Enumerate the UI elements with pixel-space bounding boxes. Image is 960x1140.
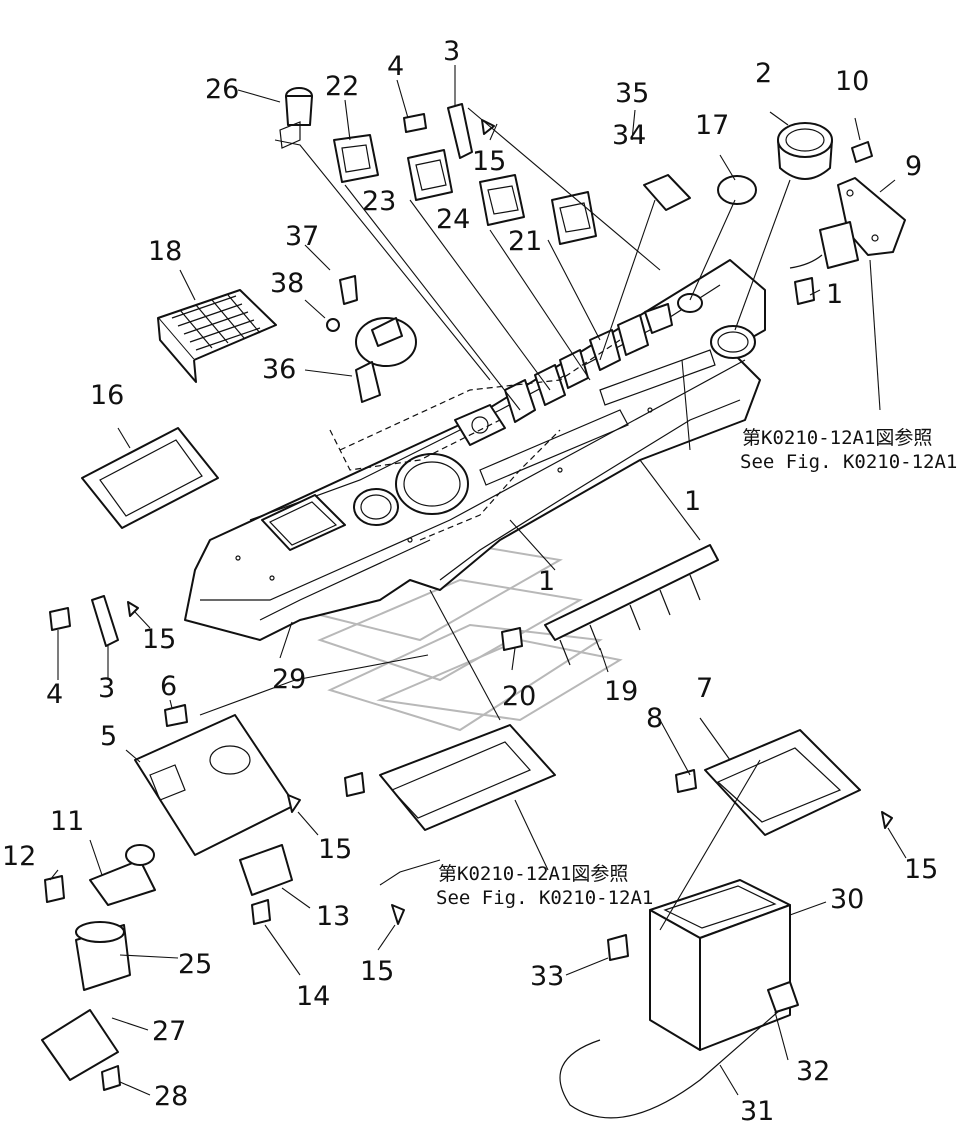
label-29: 29 <box>272 664 306 695</box>
figure-reference-center: 第K0210-12A1図参照 See Fig. K0210-12A1 <box>436 863 653 909</box>
label-37: 37 <box>285 221 319 252</box>
label-36: 36 <box>262 354 296 385</box>
reference-en: See Fig. K0210-12A1 <box>740 451 957 473</box>
controller-30 <box>649 879 791 1051</box>
label-6: 6 <box>160 671 177 702</box>
switch-23 <box>407 149 453 201</box>
knob-36 <box>355 317 417 403</box>
label-16: 16 <box>90 380 124 411</box>
label-1: 1 <box>538 566 555 597</box>
gauge-2 <box>777 122 833 180</box>
washer-38 <box>326 318 340 332</box>
label-32: 32 <box>796 1056 830 1087</box>
label-15: 15 <box>472 146 506 177</box>
reference-en: See Fig. K0210-12A1 <box>436 887 653 909</box>
frame-16 <box>81 427 219 529</box>
screw-33 <box>607 934 629 961</box>
left-bracket-3 <box>49 595 139 647</box>
center-bracket <box>379 724 556 831</box>
connector-harness <box>789 221 859 305</box>
key-switch-body <box>41 921 131 1091</box>
label-31: 31 <box>740 1096 774 1127</box>
label-23: 23 <box>362 186 396 217</box>
label-3: 3 <box>98 673 115 704</box>
screw-10 <box>851 141 873 163</box>
label-25: 25 <box>178 949 212 980</box>
label-13: 13 <box>316 901 350 932</box>
label-8: 8 <box>646 703 663 734</box>
plug-17 <box>717 175 757 205</box>
label-34: 34 <box>612 120 646 151</box>
label-22: 22 <box>325 71 359 102</box>
figure-reference-right: 第K0210-12A1図参照 See Fig. K0210-12A1 <box>740 427 957 473</box>
label-15: 15 <box>142 624 176 655</box>
label-38: 38 <box>270 268 304 299</box>
label-5: 5 <box>100 721 117 752</box>
label-33: 33 <box>530 961 564 992</box>
bracket-7 <box>704 729 861 836</box>
label-4: 4 <box>46 679 63 710</box>
switch-21 <box>551 191 597 245</box>
top-bracket-3 <box>403 103 495 159</box>
label-1: 1 <box>826 279 843 310</box>
vent-grille-18 <box>157 289 277 383</box>
switch-22 <box>333 134 379 183</box>
screw-8 <box>675 769 697 793</box>
screw-12 <box>44 875 65 903</box>
label-15: 15 <box>360 956 394 987</box>
bracket-19 <box>544 544 719 666</box>
label-15: 15 <box>904 854 938 885</box>
clip-15-left <box>287 794 301 813</box>
screw-14 <box>251 899 271 925</box>
label-27: 27 <box>152 1016 186 1047</box>
label-15: 15 <box>318 834 352 865</box>
screw-20 <box>501 627 523 651</box>
lighter-26 <box>279 87 313 149</box>
part-labels: 1 1 1 1 2 3 3 4 4 5 6 7 8 9 10 11 12 13 … <box>2 36 938 1127</box>
plate-13 <box>239 844 293 896</box>
reference-jp: 第K0210-12A1図参照 <box>438 863 628 885</box>
cover-34 <box>643 174 691 211</box>
label-7: 7 <box>696 673 713 704</box>
label-2: 2 <box>755 58 772 89</box>
console-body <box>184 259 766 641</box>
label-9: 9 <box>905 151 922 182</box>
reference-jp: 第K0210-12A1図参照 <box>742 427 932 449</box>
label-3: 3 <box>443 36 460 67</box>
clip-15-center <box>391 904 405 925</box>
label-26: 26 <box>205 74 239 105</box>
connector-32 <box>767 981 799 1013</box>
label-21: 21 <box>508 226 542 257</box>
label-30: 30 <box>830 884 864 915</box>
label-24: 24 <box>436 204 470 235</box>
cable-31 <box>559 1009 781 1119</box>
label-14: 14 <box>296 981 330 1012</box>
screw-37 <box>339 275 358 305</box>
label-11: 11 <box>50 806 84 837</box>
label-28: 28 <box>154 1081 188 1112</box>
plate-5 <box>134 714 296 856</box>
label-20: 20 <box>502 681 536 712</box>
label-18: 18 <box>148 236 182 267</box>
label-4: 4 <box>387 51 404 82</box>
label-1: 1 <box>684 486 701 517</box>
label-17: 17 <box>695 110 729 141</box>
switch-24 <box>479 174 525 226</box>
label-35: 35 <box>615 78 649 109</box>
bracket-11 <box>89 859 156 906</box>
label-19: 19 <box>604 676 638 707</box>
screw-6 <box>164 704 188 727</box>
grommet-25 <box>125 844 155 866</box>
leader-lines <box>49 65 907 1096</box>
clip-15-right <box>881 811 893 829</box>
label-12: 12 <box>2 841 36 872</box>
label-10: 10 <box>835 66 869 97</box>
screw-center <box>344 772 365 797</box>
